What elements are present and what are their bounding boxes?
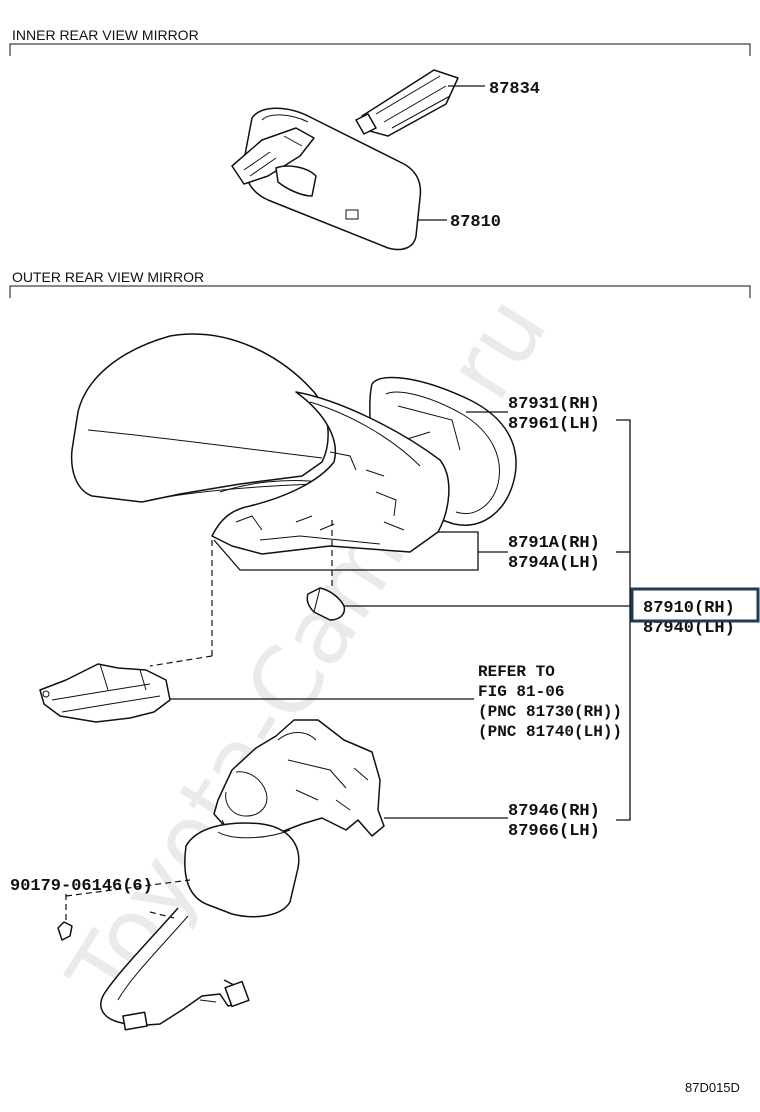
refer-line-2: FIG 81-06 [478, 683, 564, 701]
clip-nut [57, 921, 73, 941]
dashed-reference-lines [65, 520, 333, 920]
part-label-87910[interactable]: 87910(RH) [643, 599, 735, 618]
inner-section-title: INNER REAR VIEW MIRROR [12, 27, 199, 43]
diagram-code: 87D015D [685, 1080, 740, 1095]
refer-line-4: (PNC 81740(LH)) [478, 723, 622, 741]
part-label-87946: 87946(RH) [508, 802, 600, 821]
part-label-87834: 87834 [489, 80, 540, 99]
highlight-mask [634, 590, 758, 620]
outer-section-frame [9, 285, 751, 298]
part-label-87931: 87931(RH) [508, 395, 600, 414]
part-label-90179: 90179-06146(6) [10, 877, 153, 896]
part-label-87961: 87961(LH) [508, 415, 600, 434]
highlight-box[interactable] [630, 587, 760, 623]
outer-section-title: OUTER REAR VIEW MIRROR [12, 269, 204, 285]
part-label-8791A: 8791A(RH) [508, 534, 600, 553]
outer-leaders [65, 411, 631, 896]
inner-mirror-cover [355, 69, 459, 137]
part-label-87966: 87966(LH) [508, 822, 600, 841]
part-label-87810: 87810 [450, 213, 501, 232]
refer-line-1: REFER TO [478, 663, 555, 681]
inner-section-frame [9, 43, 751, 56]
inner-mirror [231, 107, 422, 251]
turn-signal-bulb [306, 587, 346, 621]
part-label-8794A: 8794A(LH) [508, 554, 600, 573]
mirror-visor-base [211, 391, 450, 555]
mirror-cover [70, 333, 329, 503]
side-turn-lamp [39, 663, 171, 723]
part-label-87940: 87940(LH) [643, 619, 735, 638]
refer-line-3: (PNC 81730(RH)) [478, 703, 622, 721]
mirror-base-harness [100, 822, 300, 1031]
